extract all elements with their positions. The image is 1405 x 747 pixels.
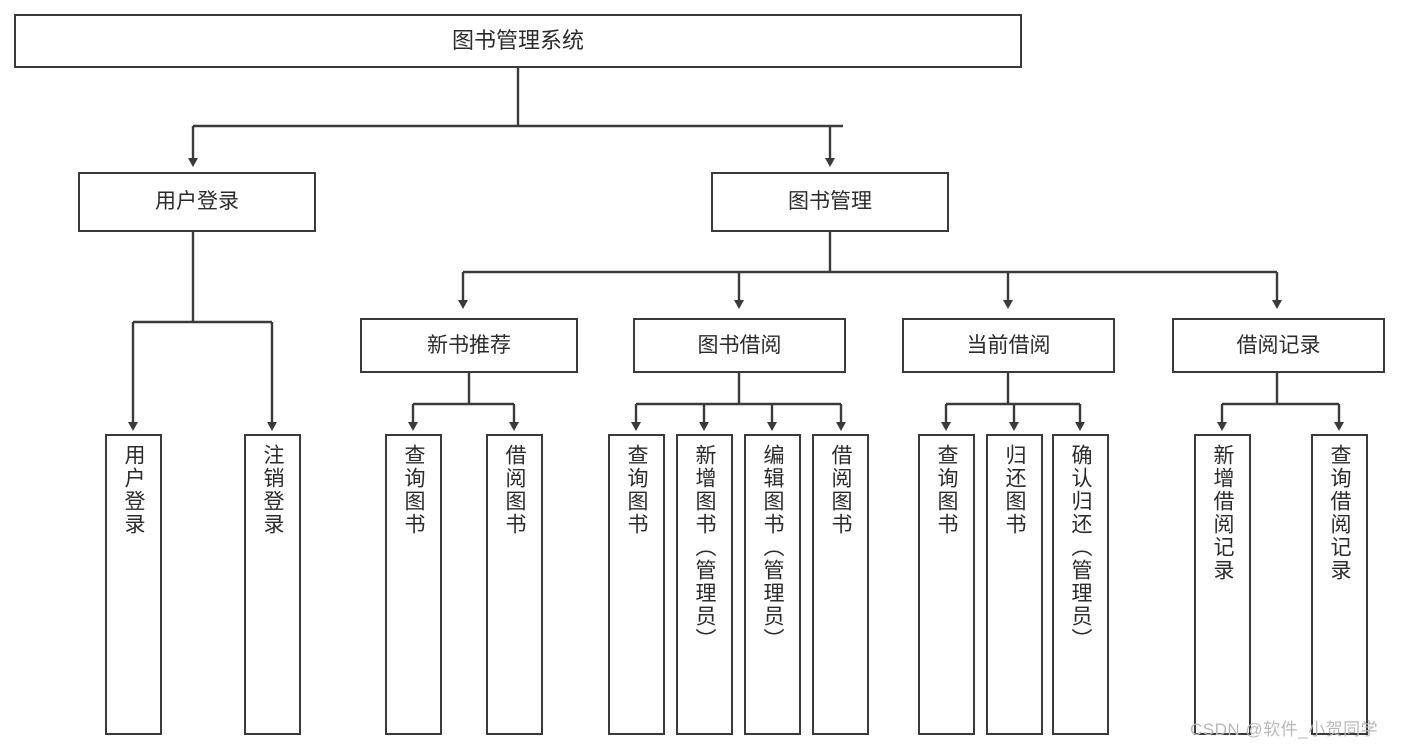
leaf-return-book[interactable]: 归还图书	[986, 434, 1043, 735]
leaf-confirm-return-label: 确认归还（管理员）	[1069, 444, 1092, 651]
leaf-query-book-1-label: 查询图书	[402, 444, 425, 536]
node-book-manage-label: 图书管理	[788, 190, 872, 214]
leaf-borrow-book-1-label: 借阅图书	[503, 444, 526, 536]
leaf-return-book-label: 归还图书	[1003, 444, 1026, 536]
leaf-logout-login[interactable]: 注销登录	[244, 434, 301, 735]
leaf-query-book-2-label: 查询图书	[625, 444, 648, 536]
leaf-query-record[interactable]: 查询借阅记录	[1311, 434, 1368, 735]
leaf-confirm-return[interactable]: 确认归还（管理员）	[1052, 434, 1109, 735]
leaf-borrow-book-2[interactable]: 借阅图书	[812, 434, 869, 735]
leaf-query-book-2[interactable]: 查询图书	[608, 434, 665, 735]
leaf-logout-login-label: 注销登录	[261, 444, 284, 536]
leaf-add-book[interactable]: 新增图书（管理员）	[676, 434, 733, 735]
node-user-login[interactable]: 用户登录	[78, 172, 316, 232]
node-new-book-recommend[interactable]: 新书推荐	[360, 318, 578, 373]
leaf-query-record-label: 查询借阅记录	[1328, 444, 1351, 582]
node-book-borrow-label: 图书借阅	[697, 333, 782, 357]
leaf-borrow-book-1[interactable]: 借阅图书	[486, 434, 543, 735]
node-borrow-record[interactable]: 借阅记录	[1172, 318, 1385, 373]
node-book-borrow[interactable]: 图书借阅	[633, 318, 846, 373]
node-root[interactable]: 图书管理系统	[14, 14, 1022, 68]
leaf-borrow-book-2-label: 借阅图书	[829, 444, 852, 536]
node-borrow-record-label: 借阅记录	[1236, 333, 1321, 357]
leaf-add-record-label: 新增借阅记录	[1211, 444, 1234, 582]
leaf-add-record[interactable]: 新增借阅记录	[1194, 434, 1251, 735]
leaf-query-book-3-label: 查询图书	[935, 444, 958, 536]
node-new-book-recommend-label: 新书推荐	[427, 333, 511, 357]
csdn-watermark: CSDN @软件_小贺同学	[1190, 720, 1379, 739]
leaf-edit-book[interactable]: 编辑图书（管理员）	[744, 434, 801, 735]
node-user-login-label: 用户登录	[155, 190, 239, 214]
leaf-query-book-3[interactable]: 查询图书	[918, 434, 975, 735]
node-book-manage[interactable]: 图书管理	[711, 172, 949, 232]
leaf-user-login-label: 用户登录	[122, 444, 145, 536]
leaf-query-book-1[interactable]: 查询图书	[385, 434, 442, 735]
leaf-edit-book-label: 编辑图书（管理员）	[761, 444, 784, 651]
leaf-add-book-label: 新增图书（管理员）	[693, 444, 716, 651]
leaf-user-login[interactable]: 用户登录	[105, 434, 162, 735]
node-current-borrow-label: 当前借阅	[966, 333, 1051, 357]
node-current-borrow[interactable]: 当前借阅	[902, 318, 1115, 373]
node-root-label: 图书管理系统	[451, 27, 584, 53]
